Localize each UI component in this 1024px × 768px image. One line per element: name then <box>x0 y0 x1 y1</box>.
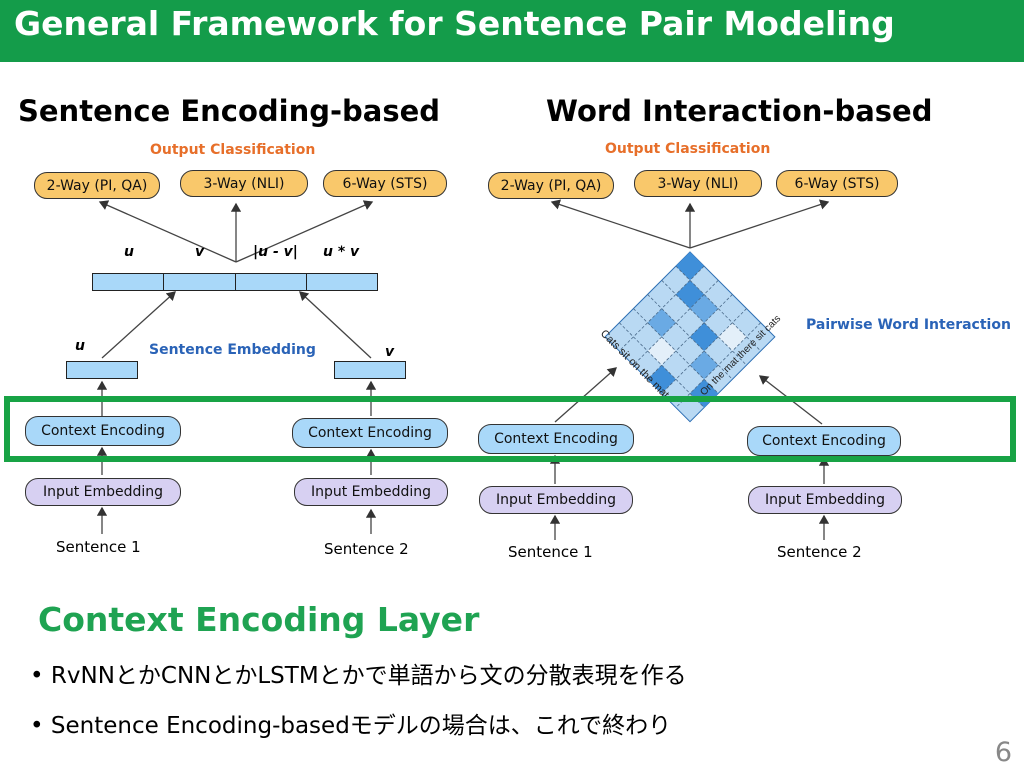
bullet-2-text: Sentence Encoding-basedモデルの場合は、これで終わり <box>50 713 672 739</box>
section-heading: Context Encoding Layer <box>38 600 480 639</box>
bullet-1-text: RvNNとかCNNとかLSTMとかで単語から文の分散表現を作る <box>50 663 687 689</box>
arrow-ctx1-to-grid <box>554 367 617 423</box>
vector-u <box>66 361 138 379</box>
left-context-encoding-2: Context Encoding <box>292 418 448 448</box>
sentence-embedding-label: Sentence Embedding <box>149 342 316 358</box>
right-sentence-1: Sentence 1 <box>508 543 593 561</box>
left-output-3way: 3-Way (NLI) <box>180 170 308 197</box>
right-context-encoding-1: Context Encoding <box>478 424 634 454</box>
right-output-6way: 6-Way (STS) <box>776 170 898 197</box>
context-encoding-highlight <box>4 396 1016 462</box>
vector-v-label: v <box>385 344 395 360</box>
left-input-embedding-2: Input Embedding <box>294 478 448 506</box>
right-output-2way: 2-Way (PI, QA) <box>488 172 614 199</box>
right-input-embedding-1: Input Embedding <box>479 486 633 514</box>
arrow-to-6way-left <box>235 200 374 263</box>
arrow-to-6way-right <box>689 199 830 249</box>
concat-label-product: u * v <box>323 244 360 260</box>
left-panel-title: Sentence Encoding-based <box>18 94 441 128</box>
vector-v <box>334 361 406 379</box>
left-output-6way: 6-Way (STS) <box>323 170 447 197</box>
right-panel-title: Word Interaction-based <box>546 94 933 128</box>
title-bar: General Framework for Sentence Pair Mode… <box>0 0 1024 62</box>
arrow-to-2way-right <box>550 199 691 249</box>
left-context-encoding-1: Context Encoding <box>25 416 181 446</box>
bullet-2: • Sentence Encoding-basedモデルの場合は、これで終わり <box>30 713 672 739</box>
concat-label-v: v <box>195 244 205 260</box>
left-input-embedding-1: Input Embedding <box>25 478 181 506</box>
left-output-label: Output Classification <box>150 142 316 158</box>
concatenated-vector <box>92 273 378 291</box>
right-output-3way: 3-Way (NLI) <box>634 170 762 197</box>
concat-label-u: u <box>124 244 134 260</box>
left-sentence-1: Sentence 1 <box>56 538 141 556</box>
right-input-embedding-2: Input Embedding <box>748 486 902 514</box>
bullet-1: • RvNNとかCNNとかLSTMとかで単語から文の分散表現を作る <box>30 663 687 689</box>
concat-label-absdiff: |u - v| <box>253 244 298 260</box>
right-output-label: Output Classification <box>605 141 771 157</box>
arrow-v-to-concat <box>299 291 372 359</box>
slide-title: General Framework for Sentence Pair Mode… <box>14 4 895 43</box>
page-number: 6 <box>994 737 1012 768</box>
pairwise-interaction-label: Pairwise Word Interaction <box>806 317 1011 333</box>
right-sentence-2: Sentence 2 <box>777 543 862 561</box>
vector-u-label: u <box>75 338 85 354</box>
arrow-u-to-concat <box>101 291 176 359</box>
right-context-encoding-2: Context Encoding <box>747 426 901 456</box>
left-sentence-2: Sentence 2 <box>324 540 409 558</box>
left-output-2way: 2-Way (PI, QA) <box>34 172 160 199</box>
arrow-to-2way-left <box>98 200 237 263</box>
